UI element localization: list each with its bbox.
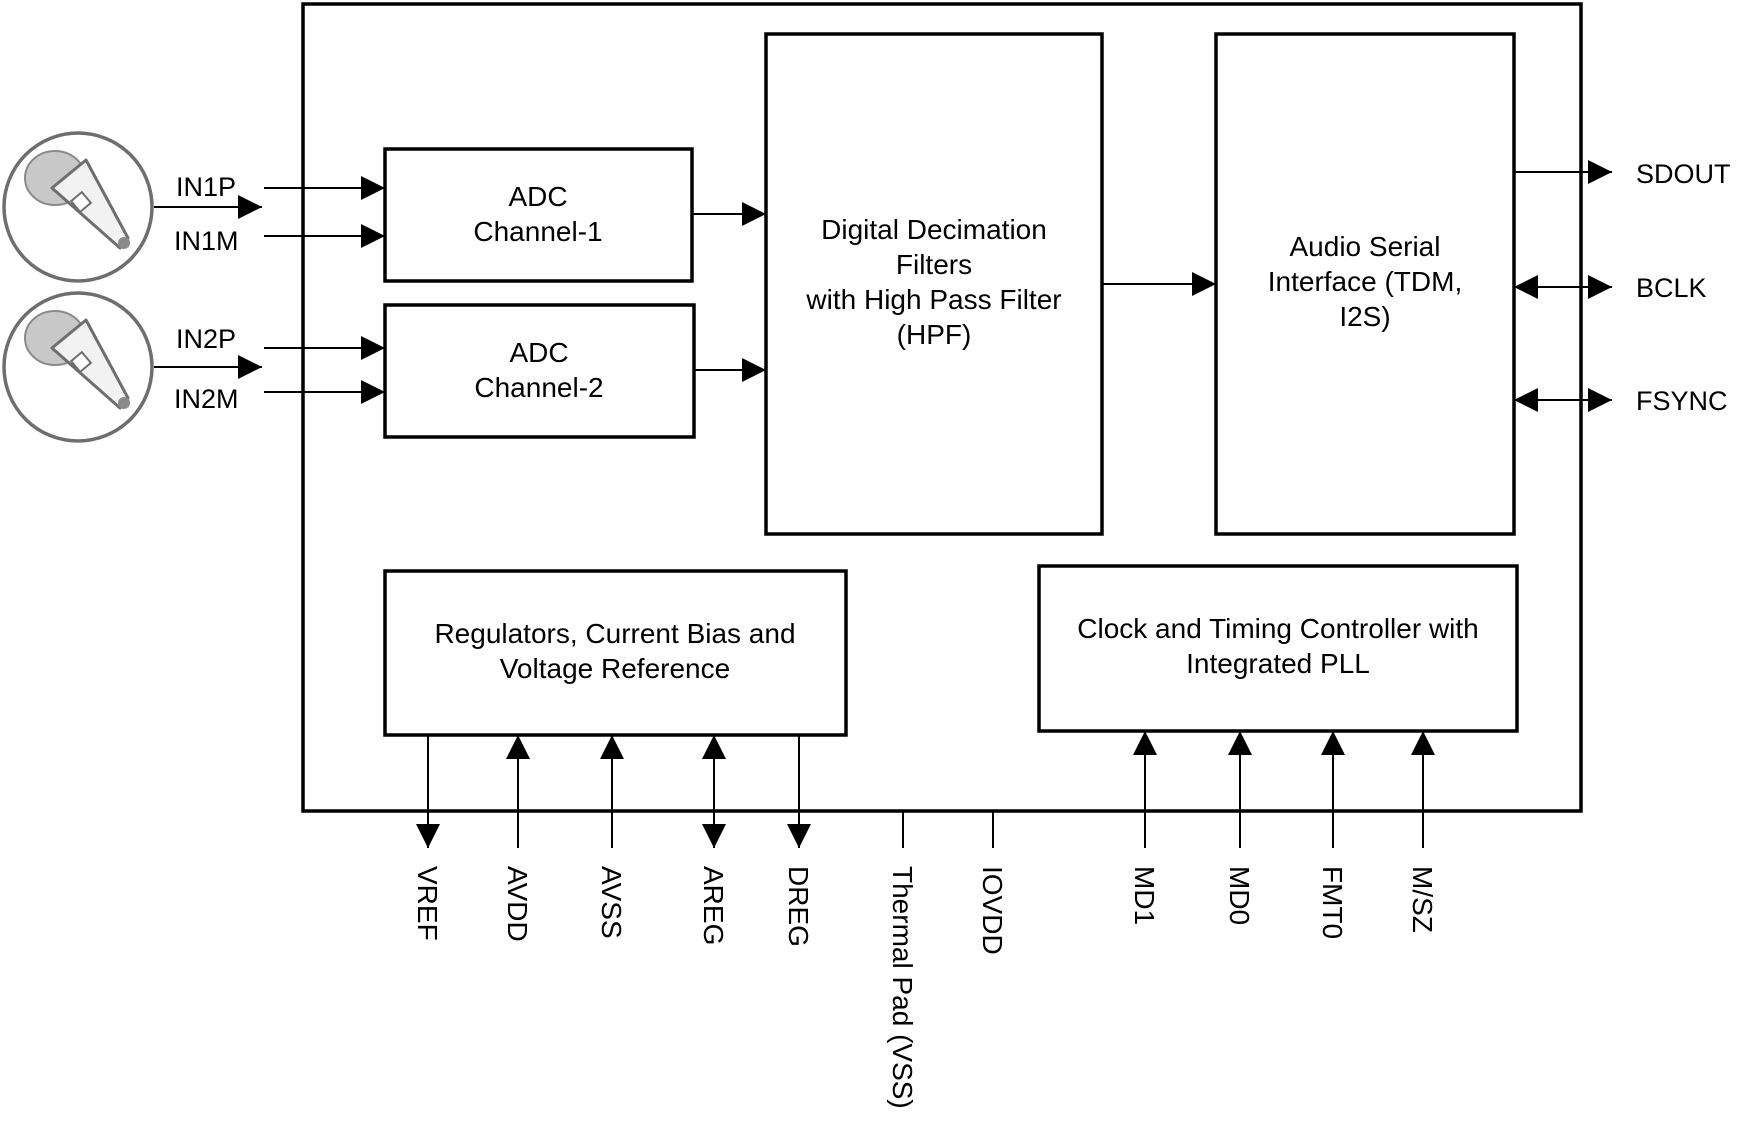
decimation-line-4: (HPF) xyxy=(897,319,972,350)
iovdd-label: IOVDD xyxy=(977,866,1008,955)
in2m-label: IN2M xyxy=(174,384,239,414)
adc2-line-1: ADC xyxy=(509,337,568,368)
adc-channel-2-block: ADC Channel-2 xyxy=(383,303,696,439)
clock-line-1: Clock and Timing Controller with xyxy=(1077,613,1479,644)
md0-label: MD0 xyxy=(1224,866,1255,925)
asi-line-1: Audio Serial xyxy=(1290,231,1441,262)
regulators-line-2: Voltage Reference xyxy=(500,653,730,684)
in1p-label: IN1P xyxy=(176,172,236,202)
fmt0-label: FMT0 xyxy=(1317,866,1348,939)
microphone-1-icon xyxy=(2,131,262,283)
avdd-label: AVDD xyxy=(502,866,533,942)
asi-line-2: Interface (TDM, xyxy=(1268,266,1462,297)
bclk-label: BCLK xyxy=(1636,273,1707,303)
microphone-2-icon xyxy=(2,291,262,443)
decimation-line-1: Digital Decimation xyxy=(821,214,1047,245)
adc-channel-1-block: ADC Channel-1 xyxy=(383,147,694,283)
adc1-line-2: Channel-1 xyxy=(473,216,602,247)
in1m-label: IN1M xyxy=(174,226,239,256)
in2p-label: IN2P xyxy=(176,324,236,354)
adc2-line-2: Channel-2 xyxy=(474,372,603,403)
dreg-label: DREG xyxy=(783,866,814,947)
audio-serial-interface-block: Audio Serial Interface (TDM, I2S) xyxy=(1214,32,1516,536)
regulators-line-1: Regulators, Current Bias and xyxy=(434,618,795,649)
avss-label: AVSS xyxy=(596,866,627,939)
regulators-block: Regulators, Current Bias and Voltage Ref… xyxy=(383,569,848,737)
decimation-filter-block: Digital Decimation Filters with High Pas… xyxy=(764,32,1104,536)
clock-controller-block: Clock and Timing Controller with Integra… xyxy=(1037,564,1519,733)
asi-line-3: I2S) xyxy=(1339,301,1390,332)
adc1-line-1: ADC xyxy=(508,181,567,212)
decimation-line-2: Filters xyxy=(896,249,972,280)
fsync-label: FSYNC xyxy=(1636,386,1728,416)
clock-line-2: Integrated PLL xyxy=(1186,648,1370,679)
msz-label: M/SZ xyxy=(1407,866,1438,933)
areg-label: AREG xyxy=(698,866,729,945)
vref-label: VREF xyxy=(412,866,443,941)
md1-label: MD1 xyxy=(1129,866,1160,925)
sdout-label: SDOUT xyxy=(1636,159,1731,189)
thermal-pad-label: Thermal Pad (VSS) xyxy=(887,866,918,1109)
decimation-line-3: with High Pass Filter xyxy=(805,284,1061,315)
